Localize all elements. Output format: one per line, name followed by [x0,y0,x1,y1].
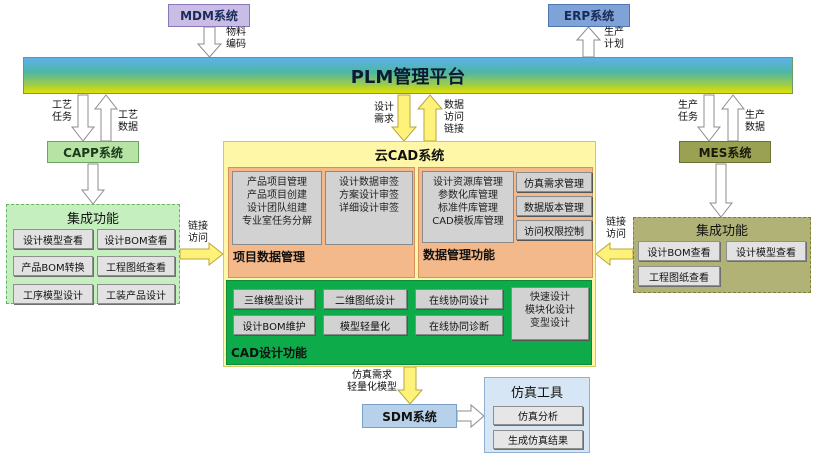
arrow-capp-to-plm [93,94,119,142]
arrow-mes-to-plm [720,94,746,142]
flow-label-left-link: 链接访问 [188,221,208,244]
access-control-button[interactable]: 访问权限控制 [516,220,592,240]
mes-integration-title: 集成功能 [695,224,748,239]
arrow-left-link [179,241,224,267]
arrow-cloud-to-sdm [396,366,424,405]
capp-item-product-bom-convert[interactable]: 产品BOM转换 [13,256,93,276]
capp-item-tooling-design[interactable]: 工装产品设计 [97,284,175,304]
cad-design-title: CAD设计功能 [231,346,308,360]
flow-label-production-data: 生产数据 [745,110,765,133]
simulation-tools-title: 仿真工具 [510,386,563,401]
fast-design-box[interactable]: 快速设计 模块化设计 变型设计 [511,287,589,340]
resource-library-list: 设计资源库管理 参数化库管理 标准件库管理 CAD模板库管理 [422,171,514,243]
flow-label-production-task: 生产任务 [678,100,698,123]
capp-item-design-model-view[interactable]: 设计模型查看 [13,229,93,249]
generate-simulation-result-button[interactable]: 生成仿真结果 [493,430,583,449]
flow-label-data-access: 数据访问链接 [444,100,464,135]
cad-online-collab-design-button[interactable]: 在线协同设计 [415,289,503,309]
design-review-list: 设计数据审签 方案设计审签 详细设计审签 [325,171,413,245]
project-management-list: 产品项目管理 产品项目创建 设计团队组建 专业室任务分解 [232,171,322,245]
mes-item-drawing-view[interactable]: 工程图纸查看 [638,266,720,286]
flow-label-process-data: 工艺数据 [118,110,138,133]
flow-label-right-link: 链接访问 [606,217,626,240]
mdm-system: MDM系统 [168,4,250,27]
capp-item-drawing-view[interactable]: 工程图纸查看 [97,256,175,276]
simulation-tools-panel: 仿真工具 仿真分析 生成仿真结果 [484,377,590,453]
arrow-plm-to-mes [696,94,722,142]
cad-design-panel: 三维模型设计 二维图纸设计 在线协同设计 设计BOM维护 模型轻量化 在线协同诊… [226,280,592,365]
data-management-panel: 设计资源库管理 参数化库管理 标准件库管理 CAD模板库管理 仿真需求管理 数据… [418,167,593,278]
cad-bom-maintain-button[interactable]: 设计BOM维护 [233,315,315,335]
cloud-cad-system: 云CAD系统 产品项目管理 产品项目创建 设计团队组建 专业室任务分解 设计数据… [223,141,596,367]
mes-item-design-bom-view[interactable]: 设计BOM查看 [638,241,720,261]
flow-label-erp: 生产计划 [604,27,624,50]
project-data-title: 项目数据管理 [233,250,306,264]
cad-model-lightweight-button[interactable]: 模型轻量化 [323,315,407,335]
cad-3d-model-button[interactable]: 三维模型设计 [233,289,315,309]
cad-2d-drawing-button[interactable]: 二维图纸设计 [323,289,407,309]
simulation-analysis-button[interactable]: 仿真分析 [493,406,583,425]
data-management-title: 数据管理功能 [423,248,496,262]
arrow-sdm-to-simtools [456,403,485,429]
sdm-system: SDM系统 [362,404,457,428]
capp-item-design-bom-view[interactable]: 设计BOM查看 [97,229,175,249]
flow-label-design-demand: 设计需求 [374,102,394,125]
flow-label-simulation-demand: 仿真需求轻量化模型 [347,370,397,393]
arrow-plm-to-cloud [390,94,418,142]
cloud-cad-title: 云CAD系统 [374,149,445,164]
project-data-panel: 产品项目管理 产品项目创建 设计团队组建 专业室任务分解 设计数据审签 方案设计… [228,167,415,278]
data-version-button[interactable]: 数据版本管理 [516,196,592,216]
capp-integration-title: 集成功能 [66,212,119,227]
capp-system: CAPP系统 [47,141,139,163]
plm-platform: PLM管理平台 [23,57,793,94]
cad-online-collab-diagnosis-button[interactable]: 在线协同诊断 [415,315,503,335]
simulation-demand-button[interactable]: 仿真需求管理 [516,172,592,192]
arrow-cloud-to-plm [416,94,444,142]
arrow-mes-to-integration [708,163,734,218]
flow-label-mdm: 物料编码 [226,27,246,50]
arrow-mdm-to-plm [196,26,223,58]
mes-system: MES系统 [679,141,771,163]
arrow-right-link [595,241,634,267]
capp-item-process-model-design[interactable]: 工序模型设计 [13,284,93,304]
arrow-plm-to-erp [575,26,602,58]
erp-system: ERP系统 [548,4,630,27]
arrow-plm-to-capp [70,94,96,142]
flow-label-process-task: 工艺任务 [52,100,72,123]
mes-integration-panel: 集成功能 设计BOM查看 设计模型查看 工程图纸查看 [633,217,811,293]
arrow-capp-to-integration [80,163,106,205]
capp-integration-panel: 集成功能 设计模型查看 设计BOM查看 产品BOM转换 工程图纸查看 工序模型设… [6,204,180,304]
mes-item-design-model-view[interactable]: 设计模型查看 [726,241,806,261]
